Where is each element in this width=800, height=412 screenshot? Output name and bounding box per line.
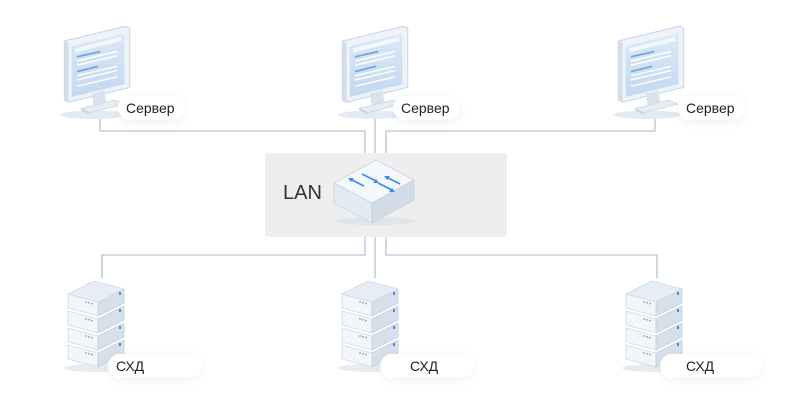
storage-rack-icon bbox=[622, 280, 690, 372]
link-server-3 bbox=[385, 118, 656, 154]
connections bbox=[99, 118, 658, 278]
storage-label-2: СХД bbox=[380, 354, 475, 378]
server-label-3: Сервер bbox=[678, 96, 745, 120]
link-storage-3 bbox=[385, 236, 658, 278]
server-label-2: Сервер bbox=[393, 96, 460, 120]
lan-label: LAN bbox=[283, 182, 322, 204]
link-server-1 bbox=[99, 118, 366, 154]
storage-label-3: СХД bbox=[660, 354, 763, 378]
monitor-icon bbox=[613, 25, 685, 119]
server-label-1: Сервер bbox=[118, 96, 185, 120]
storage-rack-icon bbox=[338, 280, 406, 372]
storage-label-1: СХД bbox=[108, 354, 203, 378]
link-storage-1 bbox=[101, 236, 366, 278]
network-switch-icon bbox=[333, 159, 415, 225]
